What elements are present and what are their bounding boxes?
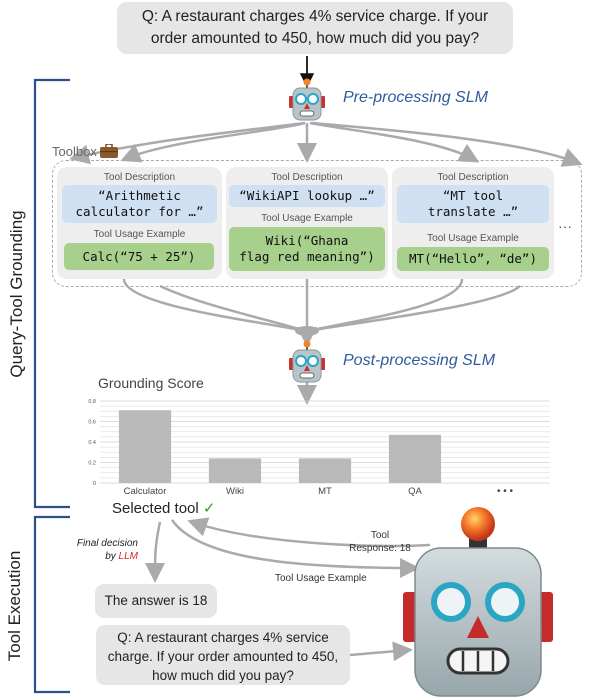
toolbox-label: Toolbox <box>52 144 97 159</box>
final-decision-line1: Final decision <box>76 538 138 549</box>
toolbox-container <box>52 160 582 287</box>
pre-slm-label: Pre-processing SLM <box>343 89 488 106</box>
briefcase-icon <box>100 143 119 158</box>
tool-description: “Arithmetic calculator for …” <box>62 185 217 223</box>
tool-desc-label: Tool Description <box>103 172 176 183</box>
bottom-query-line1: Q: A restaurant charges 4% service <box>117 630 329 645</box>
section-label-execution: Tool Execution <box>5 550 24 662</box>
merge-node <box>295 326 319 336</box>
y-tick-label: 0.4 <box>88 440 96 446</box>
robot-icon <box>289 340 325 383</box>
bottom-query-line2: charge. If your order amounted to 450, <box>107 649 339 664</box>
bottom-query-line3: how much did you pay? <box>152 668 294 683</box>
response-arrow <box>187 517 431 548</box>
x-tick-label: Wiki <box>226 486 244 497</box>
x-tick-label: Calculator <box>124 486 167 497</box>
tool-desc-label: Tool Description <box>271 172 343 183</box>
check-icon: ✓ <box>202 500 216 517</box>
tool-description: “WikiAPI lookup …” <box>229 185 385 207</box>
robot-icon <box>289 78 325 121</box>
bar-wiki <box>208 458 262 483</box>
chart-title: Grounding Score <box>98 375 204 391</box>
x-tick-label: MT <box>318 486 332 497</box>
tool-response-line1: Tool <box>370 530 390 541</box>
llm-label: LLM <box>118 551 138 562</box>
y-tick-label: 0 <box>93 481 96 487</box>
y-tick-label: 0.2 <box>88 461 96 467</box>
post-slm-label: Post-processing SLM <box>343 352 496 369</box>
usage-arrow <box>170 519 420 578</box>
decision-arrow <box>145 521 166 583</box>
tool-description: “MT tool translate …” <box>397 185 549 223</box>
bar-qa <box>388 434 442 483</box>
tool-usage-label: Tool Usage Example <box>261 213 353 224</box>
final-decision-by: by <box>105 551 119 562</box>
selected-tool: Selected tool ✓ <box>112 499 215 517</box>
execution-bracket <box>33 515 70 694</box>
y-tick-label: 0.6 <box>88 420 96 426</box>
tool-usage-example-label: Tool Usage Example <box>275 573 367 584</box>
fanout-arrows <box>69 121 583 167</box>
toolbox-title: Toolbox <box>52 143 119 159</box>
tool-card-calculator: Tool Description “Arithmetic calculator … <box>57 167 222 279</box>
tool-usage-label: Tool Usage Example <box>427 233 519 244</box>
section-label-grounding: Query-Tool Grounding <box>7 210 26 378</box>
bottom-query-box: Q: A restaurant charges 4% service charg… <box>96 625 350 685</box>
tool-card-mt: Tool Description “MT tool translate …” T… <box>392 167 554 279</box>
query-line-1: Q: A restaurant charges 4% service charg… <box>141 8 489 25</box>
query-line-2: order amounted to 450, how much did you … <box>150 30 480 47</box>
more-tools-ellipsis: ··· <box>558 218 572 234</box>
query-box: Q: A restaurant charges 4% service charg… <box>117 2 513 54</box>
x-tick-label: • • • <box>497 486 514 497</box>
tool-desc-label: Tool Description <box>437 172 509 183</box>
answer-box: The answer is 18 <box>95 584 217 618</box>
x-tick-label: QA <box>408 486 422 497</box>
tool-response-line2: Response: 18 <box>349 543 411 554</box>
final-decision-note: Final decision by LLM <box>62 537 138 563</box>
tool-usage-example: Calc(“75 + 25”) <box>64 243 214 270</box>
tool-usage-label: Tool Usage Example <box>93 229 186 240</box>
bar-calculator <box>118 410 172 483</box>
tool-card-wiki: Tool Description “WikiAPI lookup …” Tool… <box>226 167 388 279</box>
llm-robot-icon <box>403 507 553 697</box>
tool-usage-example: Wiki(“Ghana flag red meaning”) <box>229 227 385 271</box>
tool-usage-example: MT(“Hello”, “de”) <box>397 247 549 271</box>
tool-response-label: Tool Response: 18 <box>340 529 420 555</box>
fanin-arrows <box>122 278 521 347</box>
bar-mt <box>298 458 352 483</box>
y-tick-label: 0.8 <box>88 399 96 405</box>
query2-arrow <box>349 641 413 662</box>
selected-tool-label: Selected tool <box>112 500 199 517</box>
grounding-bracket <box>33 78 70 509</box>
